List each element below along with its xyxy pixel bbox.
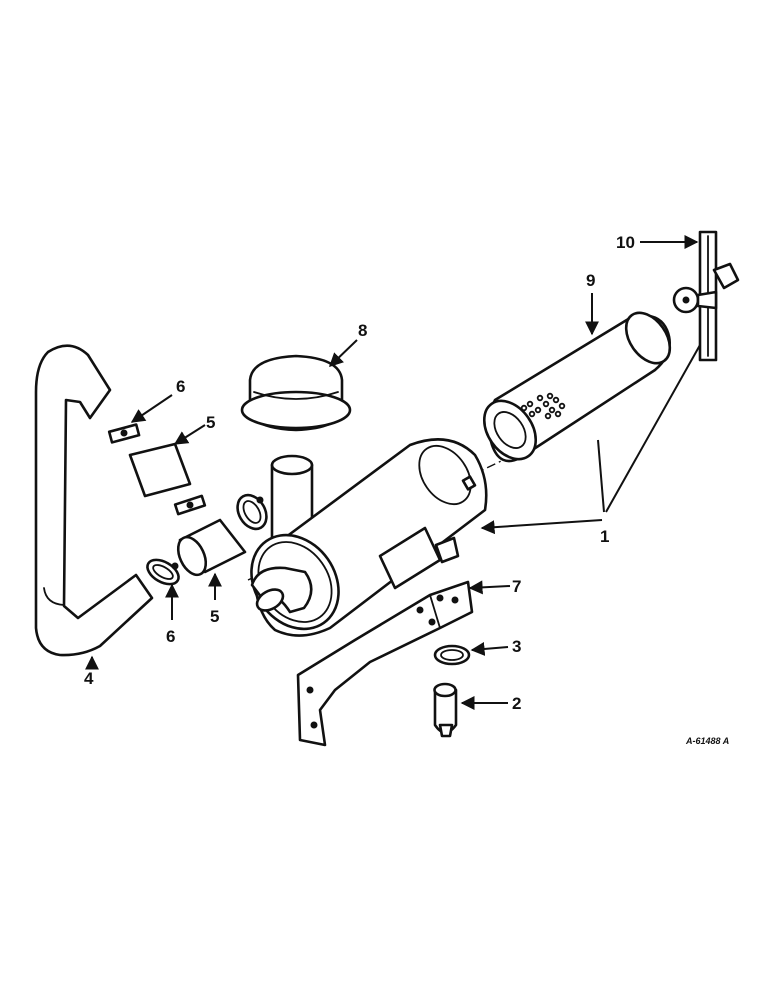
callout-6-lower: 6 [166,627,175,646]
part-3-hose-clamp [433,644,471,666]
callout-6-upper: 6 [176,377,185,396]
leader-3 [470,641,509,656]
part-2-dust-valve [433,682,458,738]
filter-perforations [520,392,566,420]
leader-1b [597,439,605,513]
callout-5-coupling: 5 [210,607,219,626]
callout-1: 1 [600,527,609,546]
callout-9: 9 [586,271,595,290]
leader-lines [85,235,701,710]
part-10-indicator-bracket [672,230,740,362]
leader-5a [173,424,206,445]
leader-8 [328,339,358,367]
part-7-mounting-bracket [296,580,474,747]
leader-1c [605,344,701,513]
part-5-gasket [128,442,192,498]
part-8-precleaner-cap [240,354,352,432]
leader-6a [130,394,173,423]
callout-10: 10 [616,233,635,252]
callout-5-gasket: 5 [206,413,215,432]
part-4-intake-pipe [34,344,154,657]
callout-7: 7 [512,577,521,596]
part-6-ring-clamp-lower [146,558,180,586]
part-5-hose-coupling [176,518,247,577]
leader-7 [468,580,511,595]
part-1-air-cleaner-body [250,438,488,637]
part-9-filter-element [482,311,672,463]
part-6-clamp-middle [173,494,207,516]
callout-3: 3 [512,637,521,656]
part-6-clamp-upper [107,423,141,444]
leader-1a [480,519,603,535]
ring-clamp-duct [236,493,268,531]
callout-2: 2 [512,694,521,713]
callout-8: 8 [358,321,367,340]
callout-4: 4 [84,669,94,688]
reference-code: A-61488 A [685,736,729,746]
